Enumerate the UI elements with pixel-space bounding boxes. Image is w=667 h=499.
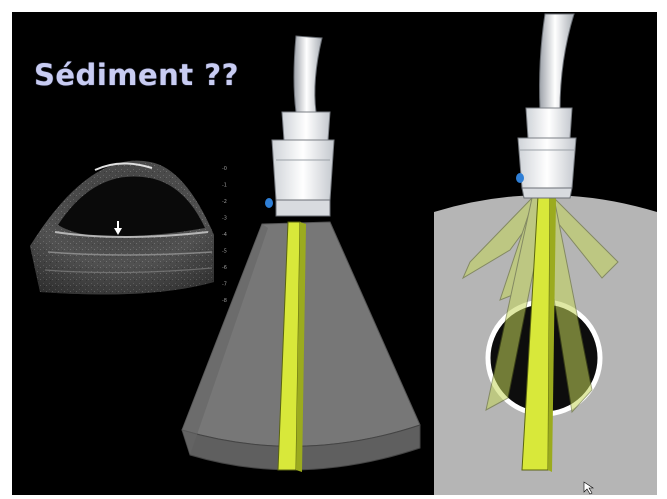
orientation-marker-right	[516, 173, 524, 183]
scale-tick-label: -1	[222, 183, 227, 189]
scale-tick-label: -3	[222, 216, 227, 222]
scale-tick-label: -5	[222, 249, 227, 255]
scale-tick-label: -7	[222, 282, 227, 288]
scale-tick-label: -0	[222, 166, 227, 172]
scale-tick-label: -4	[222, 232, 227, 238]
probe-body-right	[518, 138, 576, 193]
probe-body	[272, 140, 334, 206]
scale-tick-label: -8	[222, 298, 227, 304]
scale-tick-label: -2	[222, 199, 227, 205]
slide-title: Sédiment ??	[34, 58, 239, 92]
scale-tick-label: -6	[222, 265, 227, 271]
orientation-marker	[265, 198, 273, 208]
depth-scale: -0 -1 -2 -3 -4 -5 -6 -7 -8	[222, 166, 227, 304]
